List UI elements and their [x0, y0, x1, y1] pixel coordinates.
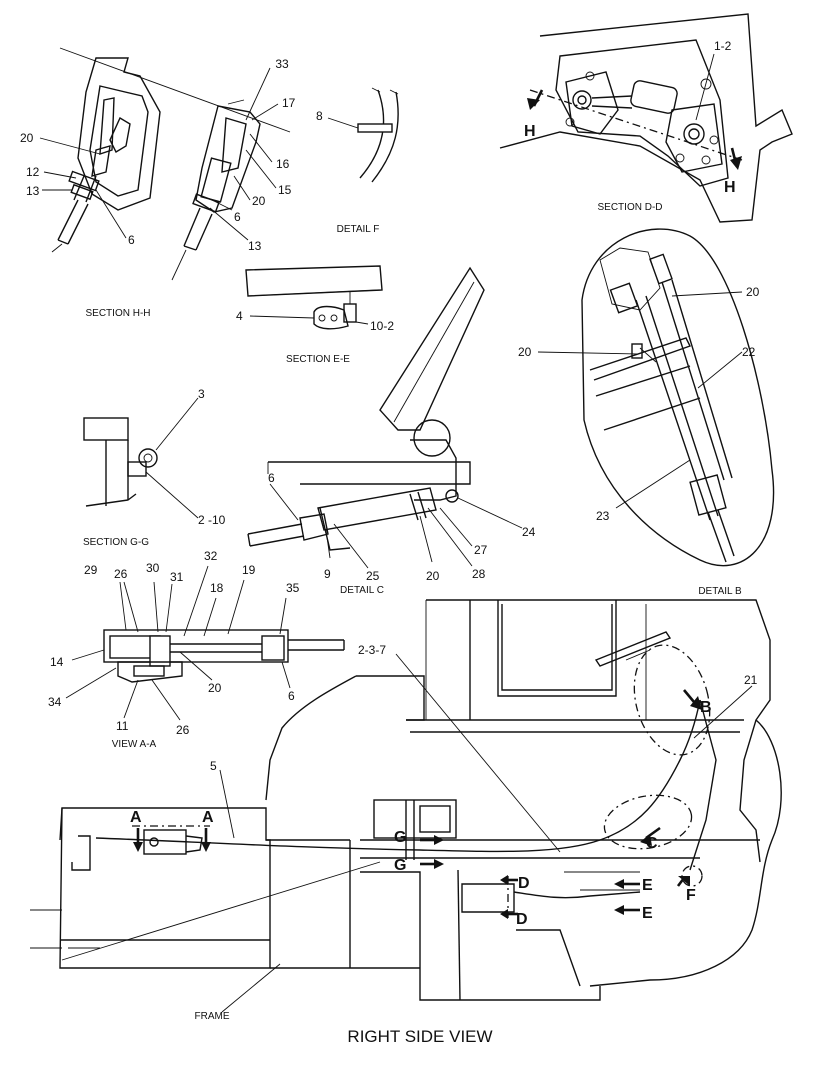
callout-31: 31	[170, 570, 184, 584]
callout-10-2: 10-2	[370, 319, 394, 333]
callout-26: 26	[176, 723, 190, 737]
view-arrow-b-label: B	[700, 699, 712, 716]
view-arrow-h-label: H	[724, 179, 736, 196]
callout-33: 33	[275, 57, 289, 71]
callout-23: 23	[596, 509, 610, 523]
callout-6: 6	[288, 689, 295, 703]
callout-12: 12	[26, 165, 40, 179]
section-gg: 3 2 -10 SECTION G-G	[83, 387, 226, 548]
callout-20: 20	[518, 345, 532, 359]
view-arrow-h-label: H	[524, 123, 536, 140]
callout-16: 16	[276, 157, 290, 171]
callout-8: 8	[316, 109, 323, 123]
callout-2-10: 2 -10	[198, 513, 226, 527]
view-arrow-e-label: E	[642, 877, 653, 894]
callout-9: 9	[324, 567, 331, 581]
view-arrow-e-label: E	[642, 905, 653, 922]
callout-34: 34	[48, 695, 62, 709]
view-arrow-d-label: D	[518, 875, 530, 892]
detail-b: 20 20 22 23 DETAIL B	[518, 228, 775, 597]
callout-20: 20	[20, 131, 34, 145]
view-arrow-a-label: A	[202, 809, 214, 826]
callout-29: 29	[84, 563, 98, 577]
caption-section-ee: SECTION E-E	[286, 354, 350, 365]
callout-4: 4	[236, 309, 243, 323]
callout-25: 25	[366, 569, 380, 583]
view-arrow-c-label: C	[646, 835, 658, 852]
detail-f: 8 DETAIL F	[316, 87, 399, 235]
callout-22: 22	[742, 345, 756, 359]
callout-17: 17	[282, 96, 296, 110]
callout-35: 35	[286, 581, 300, 595]
right-side-view: A A B C G G D D E E F 2-3-7 21 5 FRAME R…	[30, 599, 782, 1046]
callout-14: 14	[50, 655, 64, 669]
view-arrow-d-label: D	[516, 911, 528, 928]
callout-20: 20	[208, 681, 222, 695]
section-ee: 4 10-2 SECTION E-E	[236, 265, 394, 365]
callout-30: 30	[146, 561, 160, 575]
view-aa: 29 26 30 31 32 18 19 35 14 34 11 26 20 6…	[48, 549, 345, 750]
caption-detail-f: DETAIL F	[337, 224, 380, 235]
caption-view-aa: VIEW A-A	[112, 739, 157, 750]
callout-32: 32	[204, 549, 218, 563]
view-arrow-f-label: F	[686, 887, 696, 904]
callout-20: 20	[746, 285, 760, 299]
callout-18: 18	[210, 581, 224, 595]
caption-detail-c: DETAIL C	[340, 585, 384, 596]
section-hh: 33 17 20 16 12 13 15 20 6 6 13 SECTION H…	[20, 47, 296, 319]
caption-section-hh: SECTION H-H	[86, 308, 151, 319]
caption-detail-b: DETAIL B	[698, 586, 742, 597]
callout-26: 26	[114, 567, 128, 581]
callout-11: 11	[116, 719, 129, 733]
callout-27: 27	[474, 543, 488, 557]
callout-5: 5	[210, 759, 217, 773]
callout-2-3-7: 2-3-7	[358, 643, 386, 657]
callout-20: 20	[252, 194, 266, 208]
caption-frame: FRAME	[195, 1011, 230, 1022]
callout-20: 20	[426, 569, 440, 583]
caption-section-dd: SECTION D-D	[598, 202, 663, 213]
callout-13: 13	[248, 239, 262, 253]
view-arrow-g-label: G	[394, 829, 406, 846]
callout-13: 13	[26, 184, 40, 198]
view-arrow-g-label: G	[394, 857, 406, 874]
callout-3: 3	[198, 387, 205, 401]
callout-6: 6	[268, 471, 275, 485]
section-dd: H H 1-2 SECTION D-D	[499, 13, 793, 223]
callout-6: 6	[128, 233, 135, 247]
callout-1-2: 1-2	[714, 39, 732, 53]
diagram-title: RIGHT SIDE VIEW	[347, 1027, 492, 1046]
callout-28: 28	[472, 567, 486, 581]
caption-section-gg: SECTION G-G	[83, 537, 149, 548]
detail-c: 6 9 25 20 28 27 24 DETAIL C	[247, 266, 536, 596]
view-arrow-a-label: A	[130, 809, 142, 826]
callout-24: 24	[522, 525, 536, 539]
callout-19: 19	[242, 563, 256, 577]
callout-6: 6	[234, 210, 241, 224]
callout-21: 21	[744, 673, 758, 687]
callout-15: 15	[278, 183, 292, 197]
